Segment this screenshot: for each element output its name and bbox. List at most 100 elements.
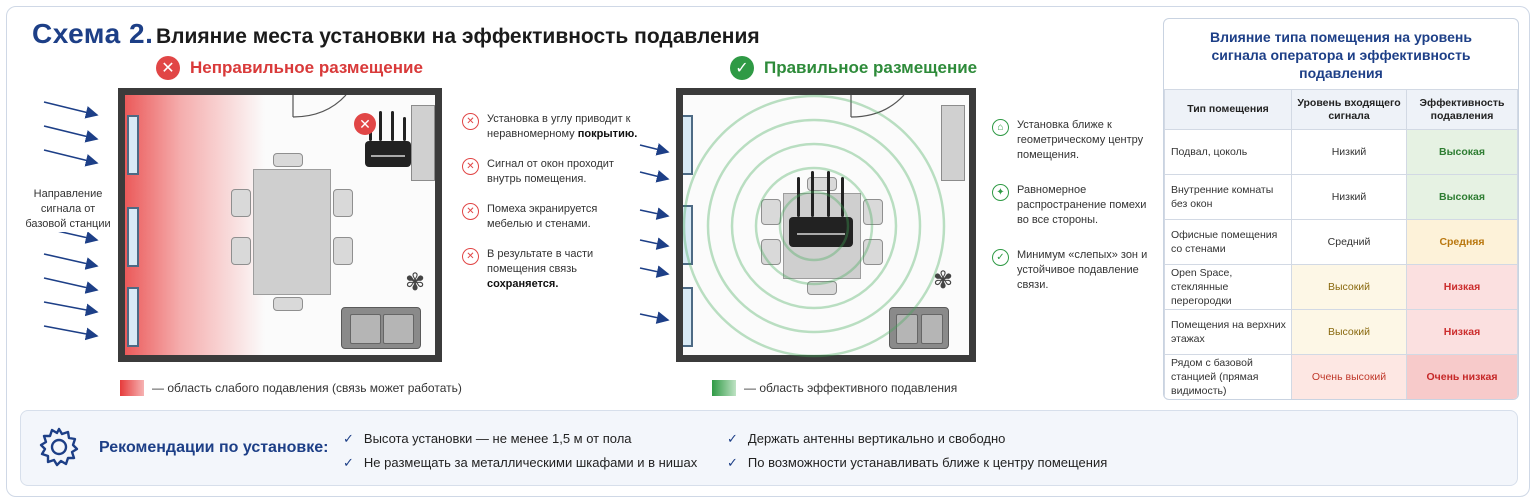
- check-icon: ✓: [727, 455, 738, 470]
- legend-swatch-red: [120, 380, 144, 396]
- cell-signal: Низкий: [1291, 174, 1407, 220]
- cell-signal: Высокий: [1291, 309, 1407, 355]
- chair: [761, 239, 781, 265]
- recommendations-title: Рекомендации по установке:: [99, 439, 329, 456]
- check-circle-icon: ✓: [730, 56, 754, 80]
- note-item: ✕ Установка в углу приводит к неравномер…: [462, 112, 642, 142]
- table-title: Влияние типа помещения на уровень сигнал…: [1210, 29, 1472, 81]
- chair: [863, 239, 883, 265]
- note-item: ✕ Помеха экранируется мебелью и стенами.: [462, 202, 642, 232]
- radiation-icon: ✦: [992, 184, 1009, 201]
- legend-weak-label: — область слабого подавления (связь може…: [152, 381, 462, 395]
- cell-signal: Низкий: [1291, 129, 1407, 175]
- sofa: [889, 307, 949, 349]
- room-type-table-panel: Влияние типа помещения на уровень сигнал…: [1163, 18, 1519, 400]
- cell-efficiency: Средняя: [1406, 219, 1518, 265]
- chair: [273, 297, 303, 311]
- check-icon: ✓: [343, 455, 354, 470]
- gear-icon: [39, 427, 79, 467]
- check-icon: ✓: [343, 431, 354, 446]
- chair: [761, 199, 781, 225]
- door-opening: [853, 95, 903, 96]
- note-item: ✕ Сигнал от окон проходит внутрь помещен…: [462, 157, 642, 187]
- window: [683, 115, 693, 175]
- table-header-row: Тип помещения Уровень входящего сигнала …: [1164, 89, 1518, 130]
- legend-swatch-green: [712, 380, 736, 396]
- recommendation-item: ✓ Не размещать за металлическими шкафами…: [343, 451, 697, 475]
- error-icon: ✕: [354, 113, 376, 135]
- chair: [231, 237, 251, 265]
- cross-icon: ✕: [462, 113, 479, 130]
- signal-direction-label: Направление сигнала от базовой станции: [22, 187, 114, 232]
- cell-type: Рядом с базовой станцией (прямая видимос…: [1164, 354, 1292, 399]
- chair: [231, 189, 251, 217]
- cell-signal: Высокий: [1291, 264, 1407, 310]
- cross-icon: ✕: [462, 248, 479, 265]
- legend-effective-label: — область эффективного подавления: [744, 381, 958, 395]
- col-header-signal: Уровень входящего сигнала: [1291, 89, 1407, 130]
- correct-heading-label: Правильное размещение: [764, 58, 978, 77]
- legend-effective-suppression: — область эффективного подавления: [712, 380, 957, 396]
- recommendations-bar: Рекомендации по установке: ✓ Высота уста…: [20, 410, 1518, 486]
- legend-weak-suppression: — область слабого подавления (связь може…: [120, 380, 462, 396]
- cell-signal: Очень высокий: [1291, 354, 1407, 399]
- center-home-icon: ⌂: [992, 119, 1009, 136]
- door-swing: [292, 95, 347, 118]
- check-icon: ✓: [727, 431, 738, 446]
- incorrect-heading: ✕ Неправильное размещение: [156, 56, 423, 80]
- note-item: ✕ В результате в части помещения связь с…: [462, 247, 642, 292]
- table-row: Open Space, стеклянные перегородки Высок…: [1164, 264, 1518, 310]
- cell-efficiency: Низкая: [1406, 264, 1518, 310]
- door-opening: [295, 95, 345, 96]
- correct-heading: ✓ Правильное размещение: [730, 56, 977, 80]
- cell-efficiency: Высокая: [1406, 129, 1518, 175]
- jammer-device: [365, 111, 411, 167]
- window: [683, 287, 693, 347]
- recommendations-col1: ✓ Высота установки — не менее 1,5 м от п…: [343, 427, 697, 475]
- chair: [863, 199, 883, 225]
- table: [253, 169, 331, 295]
- cell-type: Помещения на верхних этажах: [1164, 309, 1292, 355]
- cross-circle-icon: ✕: [156, 56, 180, 80]
- recommendation-item: ✓ Держать антенны вертикально и свободно: [727, 427, 1107, 451]
- jammer-device: [789, 171, 853, 247]
- col-header-type: Тип помещения: [1164, 89, 1292, 130]
- door-swing: [850, 95, 905, 118]
- sofa: [341, 307, 421, 349]
- cell-efficiency: Низкая: [1406, 309, 1518, 355]
- cabinet: [941, 105, 965, 181]
- chair: [807, 281, 837, 295]
- chair: [273, 153, 303, 167]
- table-row: Рядом с базовой станцией (прямая видимос…: [1164, 354, 1518, 399]
- scheme-number: Схема 2.: [32, 18, 154, 49]
- cell-signal: Средний: [1291, 219, 1407, 265]
- table-row: Офисные помещения со стенами Средний Сре…: [1164, 219, 1518, 265]
- recommendation-item: ✓ По возможности устанавливать ближе к ц…: [727, 451, 1107, 475]
- table-row: Помещения на верхних этажах Высокий Низк…: [1164, 309, 1518, 355]
- cell-type: Офисные помещения со стенами: [1164, 219, 1292, 265]
- incorrect-notes: ✕ Установка в углу приводит к неравномер…: [462, 112, 642, 307]
- correct-notes: ⌂ Установка ближе к геометрическому цент…: [992, 118, 1152, 313]
- cross-icon: ✕: [462, 158, 479, 175]
- window: [683, 205, 693, 265]
- window: [127, 287, 139, 347]
- cell-type: Open Space, стеклянные перегородки: [1164, 264, 1292, 310]
- room-type-table: Тип помещения Уровень входящего сигнала …: [1164, 89, 1518, 399]
- weak-suppression-zone: [125, 95, 265, 355]
- table-row: Внутренние комнаты без окон Низкий Высок…: [1164, 174, 1518, 220]
- recommendation-item: ✓ Высота установки — не менее 1,5 м от п…: [343, 427, 697, 451]
- scheme-title: Влияние места установки на эффективность…: [156, 25, 760, 48]
- table-row: Подвал, цоколь Низкий Высокая: [1164, 129, 1518, 175]
- cabinet: [411, 105, 435, 181]
- cross-icon: ✕: [462, 203, 479, 220]
- cell-type: Подвал, цоколь: [1164, 129, 1292, 175]
- chair: [333, 237, 353, 265]
- note-item: ✦ Равномерное распространение помехи во …: [992, 183, 1152, 228]
- shield-check-icon: ✓: [992, 249, 1009, 266]
- window: [127, 115, 139, 175]
- window: [127, 207, 139, 267]
- plant-icon: ✾: [405, 269, 426, 296]
- note-item: ✓ Минимум «слепых» зон и устойчивое пода…: [992, 248, 1152, 293]
- cell-efficiency: Высокая: [1406, 174, 1518, 220]
- plant-icon: ✾: [933, 267, 954, 294]
